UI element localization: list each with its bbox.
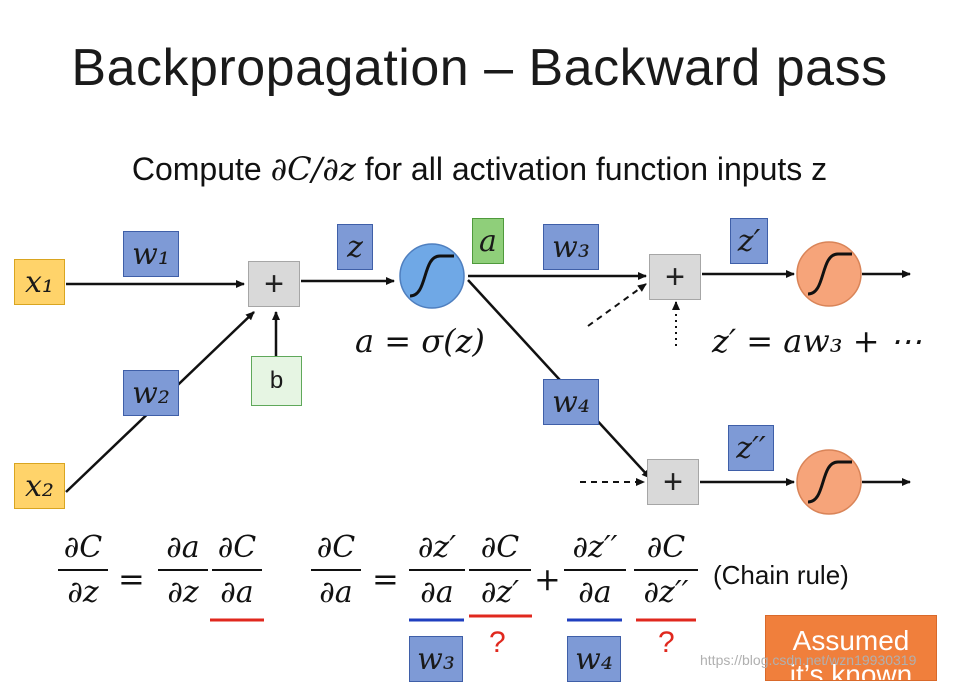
eq1-t2-den: ∂a [220,575,254,610]
sum-node-3: + [647,459,699,505]
eq1-t1-den: ∂z [167,575,199,610]
z-box: z [337,224,373,270]
subtitle-suffix: for all activation function inputs z [355,151,828,187]
sigmoid-neuron-blue [399,243,465,309]
edge-dashed-plus2 [587,283,647,327]
eq2-t2-den: ∂z′ [480,575,520,610]
eq2-lhs-den: ∂a [319,575,353,610]
weight-w1: w₁ [123,231,179,277]
activation-label: a = σ(z) [355,322,485,360]
eq2-t1-num: ∂z′ [417,530,457,565]
eq1-term2: ∂C ∂a [212,530,262,610]
chain-rule-label: (Chain rule) [713,560,849,590]
a-box: a [472,218,504,264]
page-title: Backpropagation – Backward pass [71,39,888,97]
weight-w2: w₂ [123,370,179,416]
eq2-equals: = [372,560,399,598]
input-x2: x₂ [14,463,65,509]
eq1-lhs: ∂C ∂z [58,530,108,610]
eq1-term1: ∂a ∂z [158,530,208,610]
eq2-lhs: ∂C ∂a [311,530,361,610]
eq2-t4-den: ∂z′′ [643,575,689,610]
eq2-t4-num: ∂C [646,530,686,565]
eq1-t1-num: ∂a [166,530,200,565]
question-mark-2: ? [658,626,675,659]
eq2-term2: ∂C ∂z′ [469,530,531,610]
sum-node-1: + [248,261,300,307]
eq2-t1-den: ∂a [420,575,454,610]
subtitle: Compute ∂C/∂z for all activation functio… [0,150,959,188]
eq2-term3: ∂z′′ ∂a [564,530,626,610]
eq2-plus: + [534,560,561,598]
sigmoid-neuron-orange-1 [796,241,862,307]
sigmoid-neuron-orange-2 [796,449,862,515]
eq2-t2-num: ∂C [480,530,520,565]
eq1-equals: = [118,560,145,598]
eq2-w3-box: w₃ [409,636,463,682]
z-double-prime-box: z′′ [728,425,774,471]
weight-w3: w₃ [543,224,599,270]
eq2-lhs-num: ∂C [316,530,356,565]
z-prime-equation: z′ = aw₃ + ⋯ [712,322,922,360]
sum-node-2: + [649,254,701,300]
assumed-known-note: Assumed it’s known [765,615,937,681]
subtitle-math: ∂C/∂z [270,150,356,188]
eq1-lhs-den: ∂z [67,575,99,610]
note-line-2: it’s known [789,659,913,681]
input-x1: x₁ [14,259,65,305]
eq2-w4-box: w₄ [567,636,621,682]
eq2-term1: ∂z′ ∂a [409,530,465,610]
z-prime-box: z′ [730,218,768,264]
eq2-term4: ∂C ∂z′′ [634,530,698,610]
eq1-t2-num: ∂C [217,530,257,565]
note-line-1: Assumed [792,625,910,656]
eq2-t3-num: ∂z′′ [572,530,618,565]
eq2-t3-den: ∂a [578,575,612,610]
bias-b: b [251,356,302,406]
watermark: https://blog.csdn.net/wzn19930319 [700,652,917,668]
eq1-lhs-num: ∂C [63,530,103,565]
question-mark-1: ? [489,626,506,659]
weight-w4: w₄ [543,379,599,425]
subtitle-prefix: Compute [131,151,271,187]
